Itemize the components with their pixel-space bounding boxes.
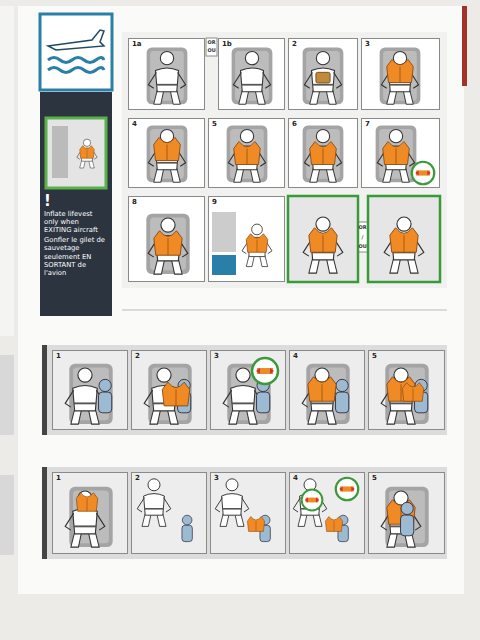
step-number: 8	[129, 197, 204, 206]
step-panel: 3	[210, 472, 286, 554]
step-number: 2	[132, 351, 206, 360]
step-number: 7	[362, 119, 439, 128]
step-panel: 6	[288, 118, 358, 188]
step-panel: 2	[131, 472, 207, 554]
step-panel: 3	[210, 350, 286, 430]
step-panel: 5	[208, 118, 285, 188]
step-number: 2	[132, 473, 206, 482]
top-grid	[122, 32, 447, 310]
step-panel: 5	[368, 472, 445, 554]
notice-column	[40, 92, 112, 316]
step-panel: 1	[52, 472, 128, 554]
step-panel: 1a	[128, 38, 205, 110]
step-number: 1	[53, 351, 127, 360]
step-number: 3	[362, 39, 439, 48]
step-number: 5	[369, 473, 444, 482]
step-panel: 7	[361, 118, 440, 188]
choice-label: /	[362, 235, 364, 240]
step-number: 9	[209, 197, 284, 206]
choice-label: OU	[208, 48, 216, 53]
infant-row	[42, 467, 447, 559]
header-icon	[40, 14, 112, 90]
choice-label: OU	[359, 244, 367, 249]
step-panel: 4	[289, 350, 365, 430]
step-panel: 4	[128, 118, 205, 188]
step-number: 5	[209, 119, 284, 128]
step-panel: 2	[131, 350, 207, 430]
step-number: 4	[290, 351, 364, 360]
step-panel: 1	[52, 350, 128, 430]
step-number: 1	[53, 473, 127, 482]
step-number: 2	[289, 39, 357, 48]
step-panel: 1b	[218, 38, 285, 110]
notice-box: !Inflate lifevest only when EXITING airc…	[42, 194, 110, 279]
notice-text: Inflate lifevest only when EXITING aircr…	[44, 210, 108, 234]
step-number: 6	[289, 119, 357, 128]
step-number: 5	[369, 351, 444, 360]
choice-label: OR	[359, 225, 367, 230]
step-number: 3	[211, 351, 285, 360]
step-panel: 4	[289, 472, 365, 554]
notice-text: Gonfler le gilet de sauvetage seulement …	[44, 236, 108, 277]
step-number: 4	[129, 119, 204, 128]
step-number: 3	[211, 473, 285, 482]
step-panel: 3	[361, 38, 440, 110]
warning-mark: !	[44, 194, 108, 210]
choice-label: OR	[208, 40, 216, 45]
adult-infant-row	[42, 345, 447, 435]
step-number: 4	[290, 473, 364, 482]
step-number: 1a	[129, 39, 204, 48]
step-panel: 8	[128, 196, 205, 282]
step-panel: 5	[368, 350, 445, 430]
step-panel: 9	[208, 196, 285, 282]
step-number: 1b	[219, 39, 284, 48]
step-panel: 2	[288, 38, 358, 110]
